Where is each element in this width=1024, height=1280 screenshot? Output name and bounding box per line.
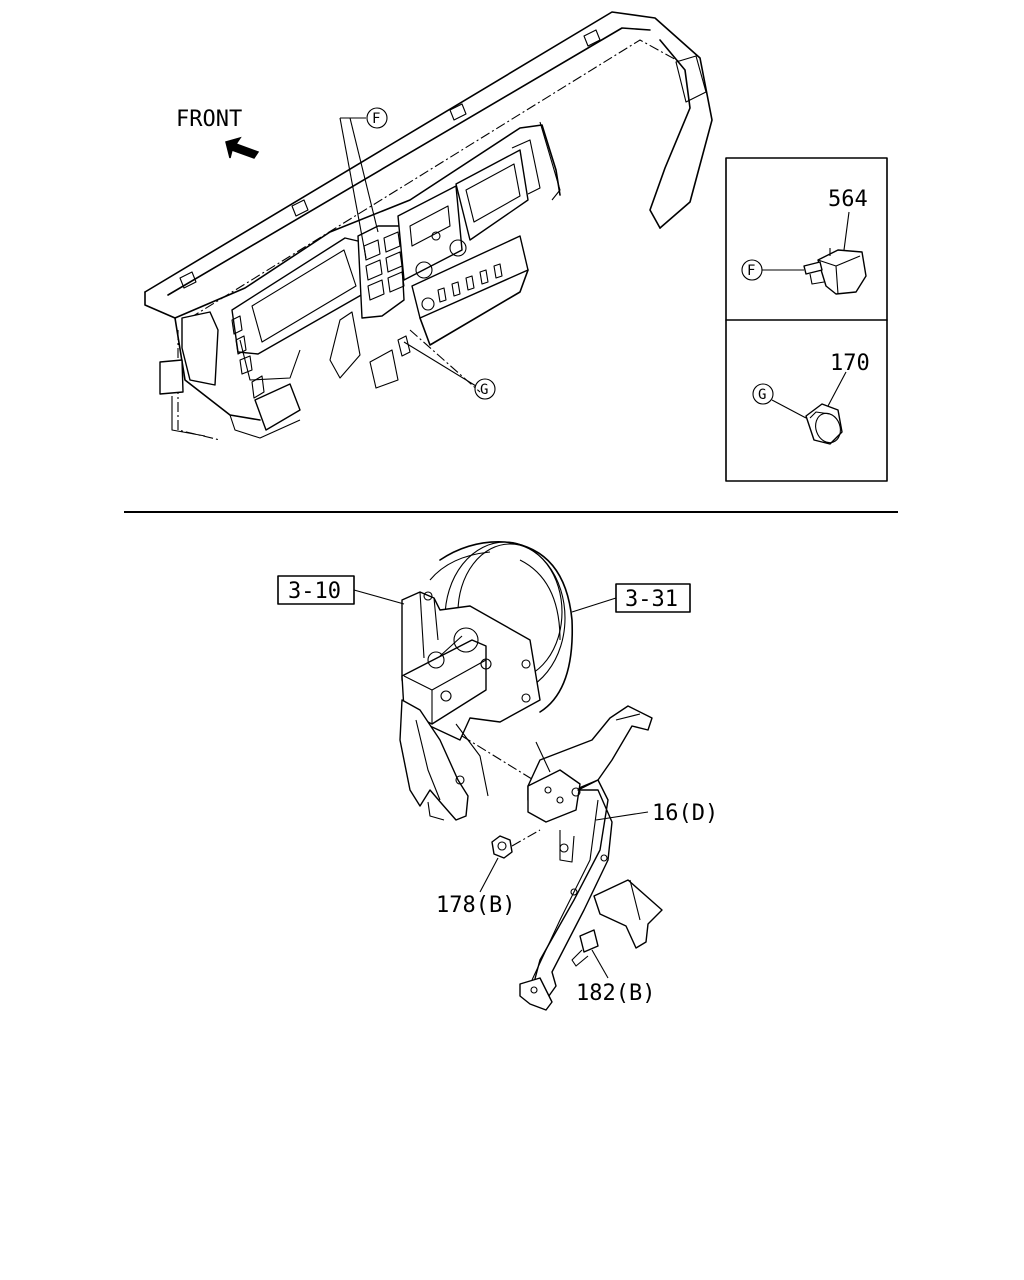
front-arrow-icon [225,136,260,159]
instrument-panel-drawing [144,11,713,441]
part-170-label: 170 [830,351,870,376]
callout-f-upper-label: F [372,111,380,127]
callout-g-detail-label: G [758,387,766,403]
part-182-label: 182(B) [576,981,655,1006]
callout-f-upper: F [339,107,388,259]
bolt-182 [571,929,609,979]
part-16-leader [595,811,649,821]
reference-3-31: 3-31 [571,583,691,613]
part-178-label: 178(B) [436,893,515,918]
brake-booster-drawing [399,541,574,821]
part-564-label: 564 [828,187,868,212]
front-label: FRONT [176,107,242,132]
ref-3-31-label: 3-31 [625,587,678,612]
part-170-plug [805,371,847,445]
pedal-bracket-16 [519,705,663,1011]
nut-178 [479,829,541,893]
ref-3-10-label: 3-10 [288,579,341,604]
callout-g-upper: G [403,341,496,400]
reference-3-10: 3-10 [277,575,405,605]
part-564-switch [803,211,867,295]
front-direction-indicator: FRONT [176,107,260,159]
part-16-label: 16(D) [652,801,718,826]
detail-box: 564 F 170 G [725,157,888,482]
callout-g-upper-label: G [480,382,488,398]
callout-f-detail-label: F [747,263,755,279]
